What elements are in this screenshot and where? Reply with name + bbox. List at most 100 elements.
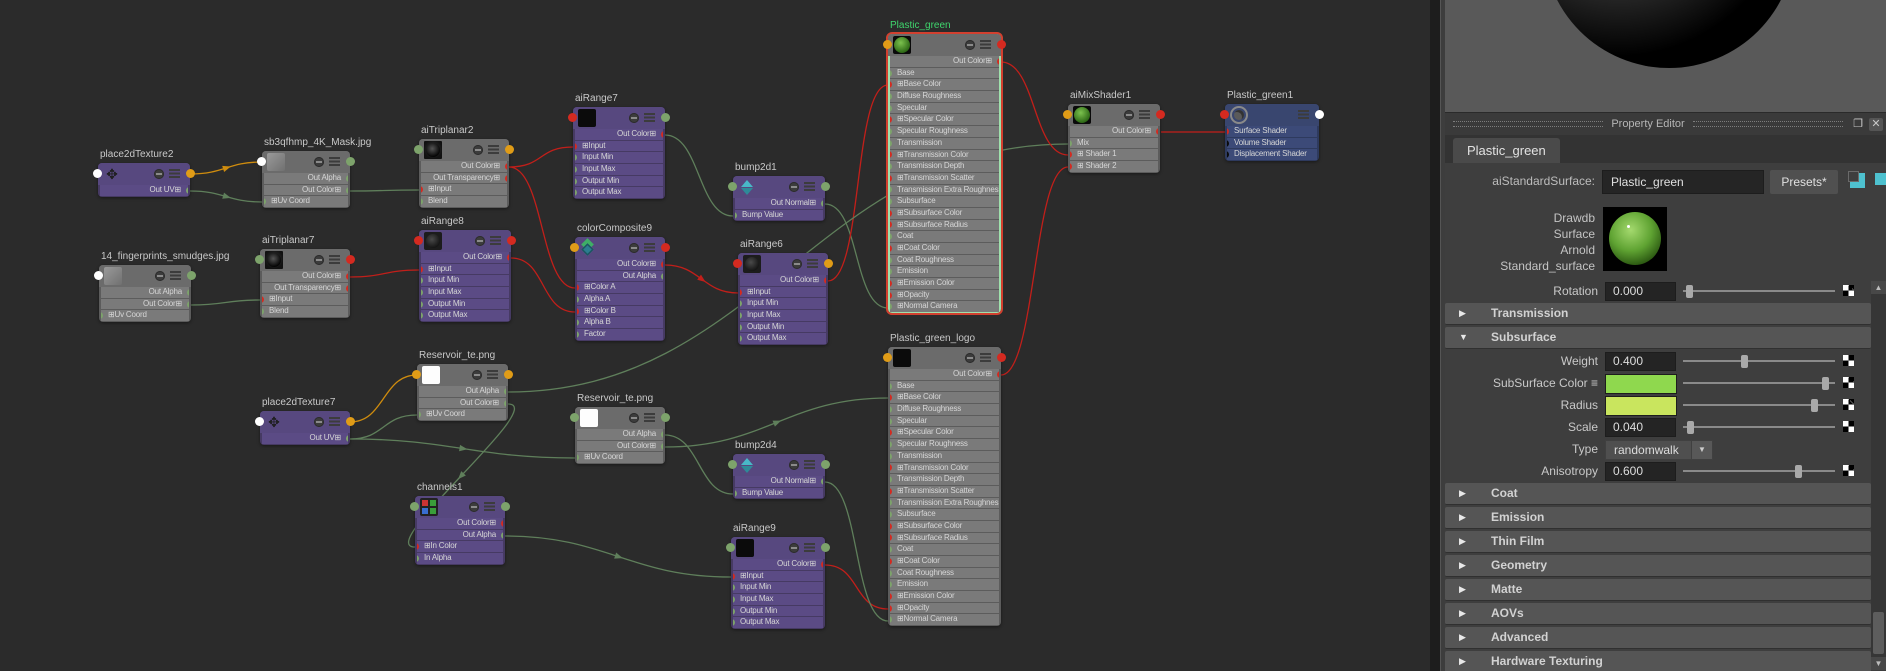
node-header[interactable] xyxy=(728,454,830,476)
port-dot[interactable] xyxy=(187,300,189,308)
port-dot[interactable] xyxy=(890,429,892,437)
port-row[interactable]: Out Alpha xyxy=(417,529,503,541)
port-dot[interactable] xyxy=(890,104,892,112)
port-row[interactable]: Base xyxy=(890,67,999,79)
node-header[interactable] xyxy=(570,237,670,259)
node-header[interactable] xyxy=(726,537,830,559)
swatch-toggle-icon[interactable] xyxy=(314,255,324,265)
node-left-port-dot[interactable] xyxy=(568,113,577,122)
port-dot[interactable] xyxy=(740,311,742,319)
port-row[interactable]: Out Normal⊞ xyxy=(735,198,823,209)
node-header[interactable] xyxy=(883,347,1006,369)
section-hardware-texturing[interactable]: ▶Hardware Texturing xyxy=(1445,651,1871,671)
port-dot[interactable] xyxy=(186,186,188,194)
type-dropdown[interactable]: randomwalk xyxy=(1605,440,1697,460)
port-dot[interactable] xyxy=(101,312,103,320)
slider-thumb[interactable] xyxy=(1794,465,1802,478)
node-right-port-dot[interactable] xyxy=(501,502,510,511)
port-dot[interactable] xyxy=(421,288,423,296)
port-dot[interactable] xyxy=(346,272,348,280)
port-dot[interactable] xyxy=(577,319,579,327)
port-row[interactable]: ⊞Coat Color xyxy=(890,556,999,567)
wire[interactable] xyxy=(508,166,576,289)
port-row[interactable]: ⊞ Shader 2 xyxy=(1070,161,1158,172)
node-right-port-dot[interactable] xyxy=(186,169,195,178)
attribute-list-icon[interactable] xyxy=(329,254,340,265)
section-transmission[interactable]: ▶Transmission xyxy=(1445,303,1871,325)
port-dot[interactable] xyxy=(890,92,892,100)
port-dot[interactable] xyxy=(421,197,423,205)
port-dot[interactable] xyxy=(890,487,892,495)
port-row[interactable]: Coat Roughness xyxy=(890,567,999,579)
node-header[interactable] xyxy=(728,176,830,198)
node-header[interactable] xyxy=(94,265,196,287)
port-dot[interactable] xyxy=(507,253,509,261)
port-dot[interactable] xyxy=(997,57,999,65)
port-dot[interactable] xyxy=(890,581,892,589)
port-row[interactable]: Emission xyxy=(890,579,999,591)
port-dot[interactable] xyxy=(577,330,579,338)
port-dot[interactable] xyxy=(890,592,892,600)
wire[interactable] xyxy=(824,481,889,622)
swatch-toggle-icon[interactable] xyxy=(792,259,802,269)
port-row[interactable]: Subsurface xyxy=(890,196,999,207)
attribute-list-icon[interactable] xyxy=(804,459,815,470)
node-left-port-dot[interactable] xyxy=(94,271,103,280)
port-row[interactable]: Input Max xyxy=(421,287,509,298)
chevron-right-icon[interactable]: ▶ xyxy=(1459,512,1466,522)
node-header[interactable] xyxy=(570,407,670,429)
port-dot[interactable] xyxy=(890,221,892,229)
wire[interactable] xyxy=(349,414,418,440)
node-header[interactable] xyxy=(883,34,1006,56)
wire[interactable] xyxy=(349,374,418,423)
port-dot[interactable] xyxy=(733,595,735,603)
port-row[interactable]: ⊞Uv Coord xyxy=(264,196,348,208)
node-left-port-dot[interactable] xyxy=(883,353,892,362)
attribute-list-icon[interactable] xyxy=(804,181,815,192)
port-dot[interactable] xyxy=(577,284,579,292)
port-row[interactable]: Bump Value xyxy=(735,487,823,499)
node-right-port-dot[interactable] xyxy=(346,417,355,426)
port-row[interactable]: ⊞Transmission Scatter xyxy=(890,172,999,184)
property-editor-titlebar[interactable]: Property Editor ❐ ✕ xyxy=(1445,113,1886,135)
port-dot[interactable] xyxy=(890,616,892,624)
port-row[interactable]: Base xyxy=(890,380,999,392)
port-row[interactable]: Out Normal⊞ xyxy=(735,476,823,487)
node-place2dTexture7[interactable]: place2dTexture7✥Out UV⊞ xyxy=(255,397,355,445)
attribute-list-icon[interactable] xyxy=(488,144,499,155)
port-row[interactable]: Out Color⊞ xyxy=(1070,126,1158,137)
port-row[interactable]: Transmission Extra Roughness xyxy=(890,497,999,509)
port-row[interactable]: Output Min xyxy=(421,298,509,310)
panel-divider[interactable] xyxy=(1430,0,1440,671)
port-dot[interactable] xyxy=(421,277,423,285)
port-row[interactable]: Out Alpha xyxy=(264,173,348,184)
port-dot[interactable] xyxy=(575,154,577,162)
port-dot[interactable] xyxy=(577,454,579,462)
port-dot[interactable] xyxy=(262,307,264,315)
port-dot[interactable] xyxy=(421,312,423,320)
port-dot[interactable] xyxy=(504,387,506,395)
port-row[interactable]: Out Alpha xyxy=(419,386,506,397)
port-dot[interactable] xyxy=(890,209,892,217)
wire[interactable] xyxy=(508,146,574,168)
presets-button[interactable]: Presets* xyxy=(1770,170,1838,194)
material-name-input[interactable]: Plastic_green xyxy=(1602,170,1764,194)
port-dot[interactable] xyxy=(1227,151,1229,159)
port-dot[interactable] xyxy=(890,499,892,507)
scrollbar-thumb[interactable] xyxy=(1873,612,1884,654)
attribute-list-icon[interactable] xyxy=(169,168,180,179)
swatch-toggle-icon[interactable] xyxy=(965,40,975,50)
port-row[interactable]: ⊞Coat Color xyxy=(890,243,999,254)
section-advanced[interactable]: ▶Advanced xyxy=(1445,627,1871,649)
swatch-toggle-icon[interactable] xyxy=(629,243,639,253)
swatch-toggle-icon[interactable] xyxy=(789,543,799,553)
port-row[interactable]: Out Transparency⊞ xyxy=(262,282,348,294)
port-row[interactable]: ⊞Base Color xyxy=(890,392,999,404)
port-dot[interactable] xyxy=(501,519,503,527)
swatch-toggle-icon[interactable] xyxy=(789,182,799,192)
